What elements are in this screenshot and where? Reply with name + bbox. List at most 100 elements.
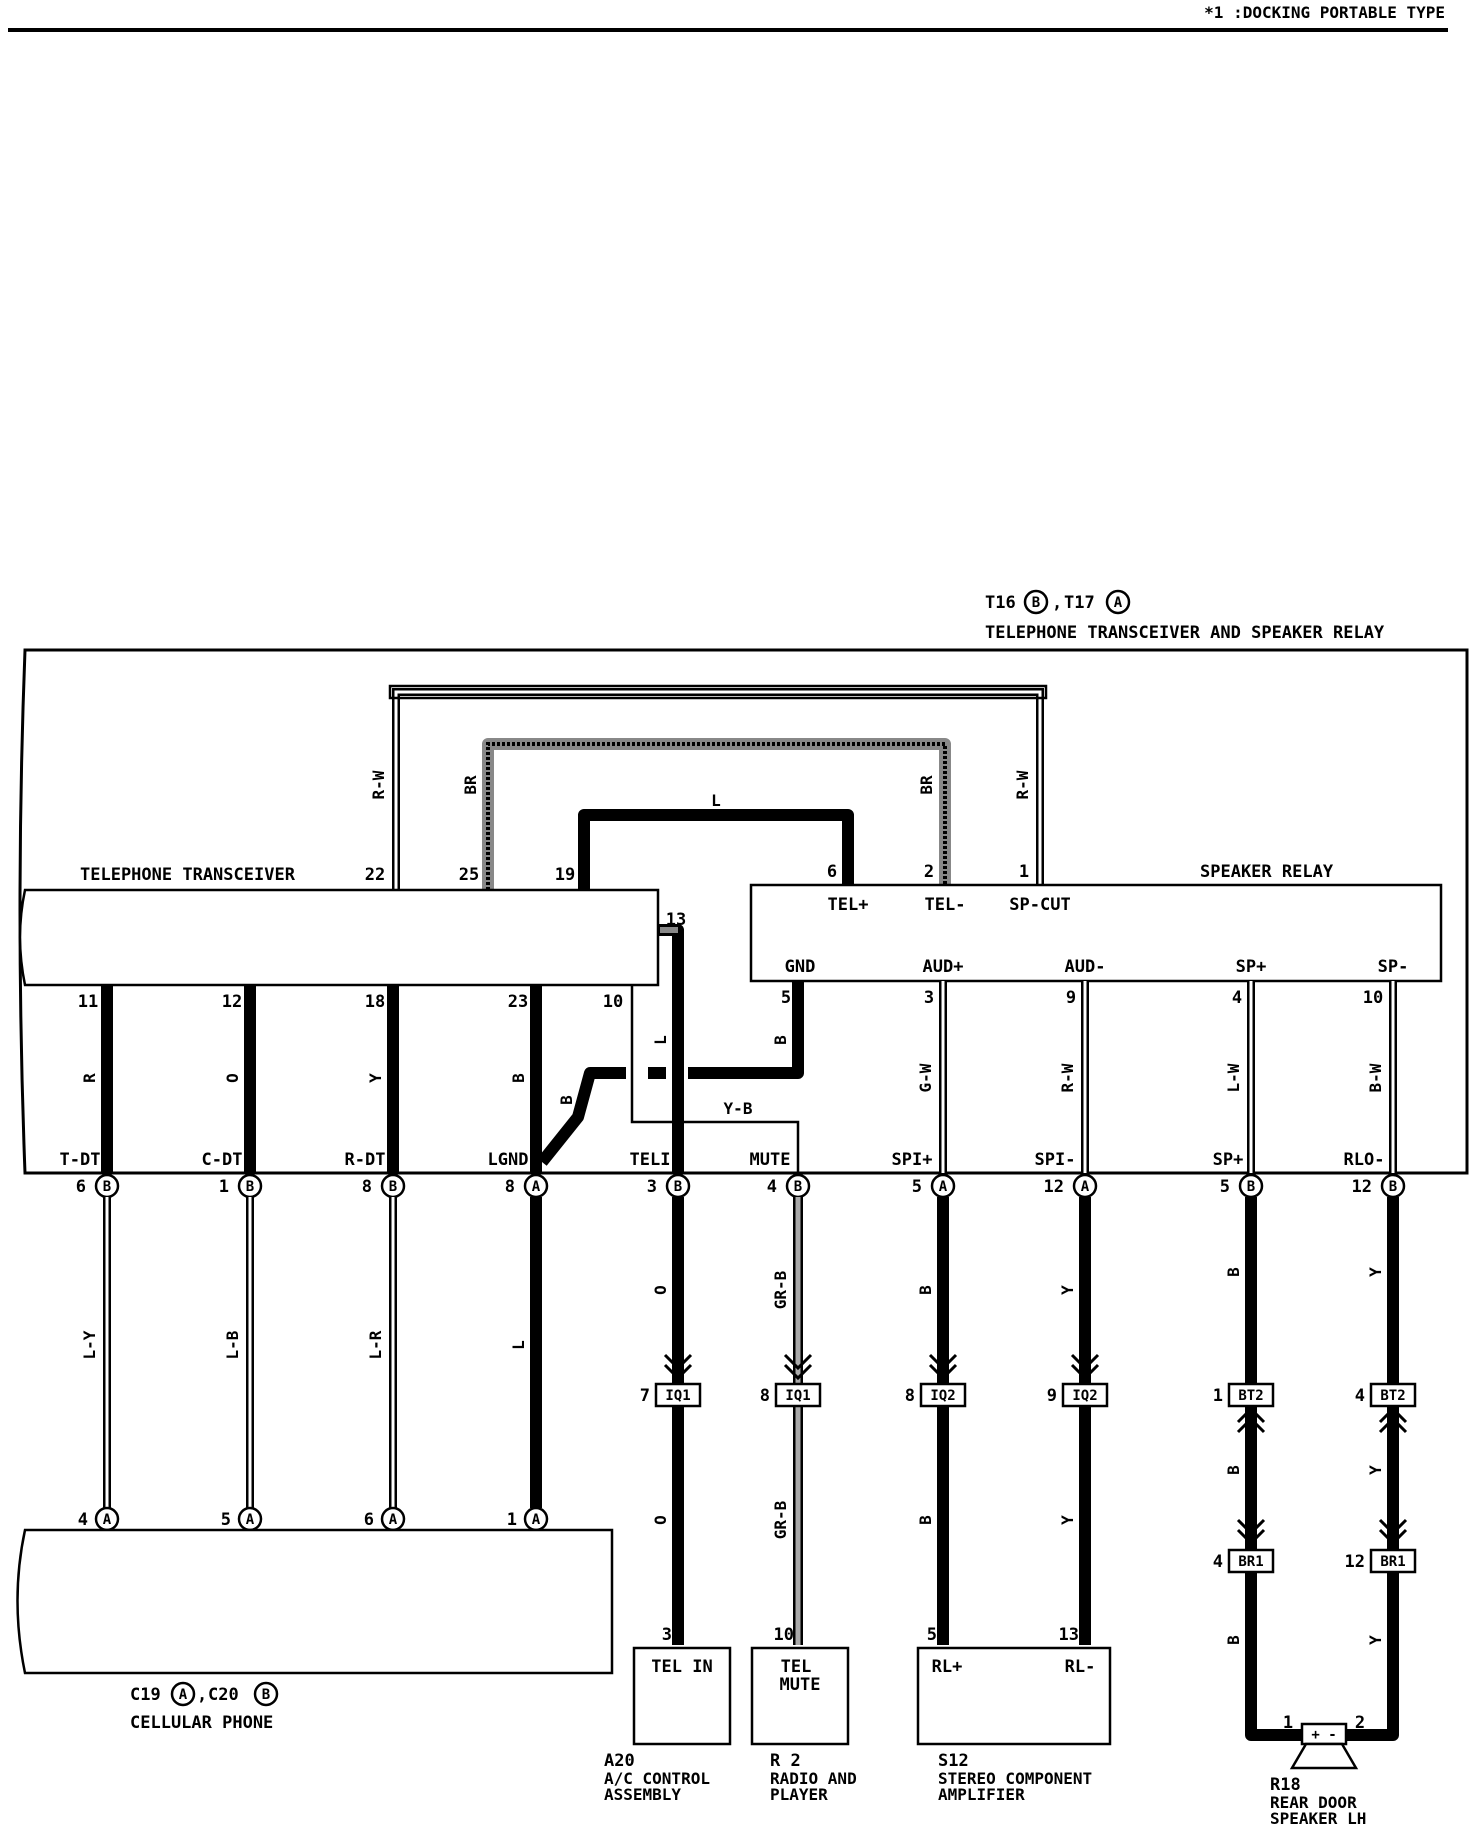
svg-text:5: 5 <box>927 1625 937 1645</box>
pin-11: 11 <box>78 992 98 1012</box>
svg-text:7: 7 <box>640 1386 650 1406</box>
bottom-connectors: 6 B 1 B 8 B 8 A 3 B 4 B 5 A 12 A 5 B 12 … <box>76 1173 1406 1199</box>
svg-text:8: 8 <box>362 1177 372 1197</box>
svg-text:1: 1 <box>1213 1386 1223 1406</box>
amp-name2: AMPLIFIER <box>938 1785 1025 1804</box>
cellular-wires <box>103 1197 542 1508</box>
svg-text:5: 5 <box>912 1177 922 1197</box>
amp-ref: S12 <box>938 1751 969 1771</box>
svg-text:,: , <box>197 1685 207 1705</box>
pin-2: 2 <box>924 862 934 882</box>
term-sp-plus-out: SP+ <box>1213 1150 1244 1170</box>
telephone-transceiver-box <box>18 888 660 987</box>
svg-text:1: 1 <box>1283 1713 1293 1733</box>
term-spi-minus: SPI- <box>1035 1150 1076 1170</box>
junction-iq1-a: 7 IQ1 <box>640 1382 702 1408</box>
label-y-spi-1: Y <box>1058 1285 1077 1295</box>
label-r: R <box>80 1073 99 1083</box>
svg-text:8: 8 <box>505 1177 515 1197</box>
radio-name2: PLAYER <box>770 1785 828 1804</box>
wire-b-speaker <box>1245 1197 1305 1741</box>
label-gw: G-W <box>916 1063 935 1092</box>
term-tel-in: TEL IN <box>651 1657 712 1677</box>
term-mute-radio: MUTE <box>780 1675 821 1695</box>
svg-text:6: 6 <box>76 1177 86 1197</box>
svg-text:A: A <box>1081 1179 1090 1195</box>
svg-text:2: 2 <box>1355 1713 1365 1733</box>
junction-iq1-b: 8 IQ1 <box>760 1382 822 1408</box>
label-l-top: L <box>711 791 721 810</box>
transceiver-relay-name: TELEPHONE TRANSCEIVER AND SPEAKER RELAY <box>985 623 1385 643</box>
term-rl-plus: RL+ <box>932 1657 963 1677</box>
svg-text:10: 10 <box>774 1625 794 1645</box>
svg-text:3: 3 <box>647 1177 657 1197</box>
svg-text:A: A <box>532 1179 541 1195</box>
term-sp-cut: SP-CUT <box>1009 895 1070 915</box>
svg-text:5: 5 <box>1220 1177 1230 1197</box>
t16-ref: T16 <box>985 593 1016 613</box>
term-r-dt: R-DT <box>345 1150 386 1170</box>
svg-text:8: 8 <box>760 1386 770 1406</box>
junction-bt2-a: 1 BT2 <box>1213 1382 1275 1408</box>
term-aud-minus: AUD- <box>1065 957 1106 977</box>
speaker-relay-box <box>749 883 1443 983</box>
svg-text:A: A <box>103 1512 112 1528</box>
ac-control-component: 3 TEL IN A20 A/C CONTROL ASSEMBLY <box>604 1625 732 1804</box>
term-lgnd: LGND <box>488 1150 529 1170</box>
ac-name2: ASSEMBLY <box>604 1785 681 1804</box>
header-note: *1 :DOCKING PORTABLE TYPE <box>1204 3 1445 22</box>
svg-text:BT2: BT2 <box>1380 1388 1405 1404</box>
svg-text:IQ2: IQ2 <box>1072 1388 1097 1404</box>
t16-conn: B <box>1032 595 1040 611</box>
label-y-spk-1: Y <box>1366 1267 1385 1277</box>
svg-text:4: 4 <box>1355 1386 1365 1406</box>
term-mute: MUTE <box>750 1150 791 1170</box>
amp-name1: STEREO COMPONENT <box>938 1769 1092 1788</box>
term-tel-minus: TEL- <box>925 895 966 915</box>
svg-text:12: 12 <box>1352 1177 1372 1197</box>
svg-text:6: 6 <box>364 1510 374 1530</box>
svg-text:BT2: BT2 <box>1238 1388 1263 1404</box>
svg-text:4: 4 <box>767 1177 777 1197</box>
pin-25: 25 <box>459 865 479 885</box>
term-c-dt: C-DT <box>202 1150 243 1170</box>
svg-text:B: B <box>674 1179 682 1195</box>
label-y-spk-3: Y <box>1366 1635 1385 1645</box>
pin-22: 22 <box>365 865 385 885</box>
svg-text:IQ1: IQ1 <box>665 1388 690 1404</box>
ac-ref: A20 <box>604 1751 635 1771</box>
term-t-dt: T-DT <box>60 1150 101 1170</box>
label-b-diag: B <box>557 1095 576 1105</box>
svg-text:C19: C19 <box>130 1685 161 1705</box>
svg-text:,: , <box>1052 593 1062 613</box>
label-yb: Y-B <box>724 1099 753 1118</box>
svg-text:1: 1 <box>219 1177 229 1197</box>
label-o-2: O <box>651 1515 670 1525</box>
radio-ref: R 2 <box>770 1751 801 1771</box>
label-bw: B-W <box>1366 1063 1385 1092</box>
label-b-lgnd: B <box>509 1073 528 1083</box>
label-o: O <box>223 1073 242 1083</box>
label-b-spi-1: B <box>916 1285 935 1295</box>
label-rw-right: R-W <box>1013 770 1032 799</box>
junction-chevrons <box>663 1353 1408 1546</box>
svg-text:A: A <box>939 1179 948 1195</box>
label-lw: L-W <box>1224 1063 1243 1092</box>
svg-text:B: B <box>1389 1179 1397 1195</box>
wire-l-teli <box>658 924 684 1173</box>
label-rw-aud: R-W <box>1058 1063 1077 1092</box>
label-lb: L-B <box>223 1330 242 1359</box>
svg-text:5: 5 <box>221 1510 231 1530</box>
svg-text:BR1: BR1 <box>1238 1554 1263 1570</box>
svg-text:B: B <box>1247 1179 1255 1195</box>
amplifier-component: 5 13 RL+ RL- S12 STEREO COMPONENT AMPLIF… <box>916 1625 1112 1804</box>
t17-conn: A <box>1114 595 1123 611</box>
label-l-cell: L <box>509 1340 528 1350</box>
ac-name1: A/C CONTROL <box>604 1769 710 1788</box>
speaker-ref: R18 <box>1270 1775 1301 1795</box>
svg-text:12: 12 <box>1044 1177 1064 1197</box>
wire-b-gnd-lgnd <box>537 1067 626 1166</box>
svg-text:8: 8 <box>905 1386 915 1406</box>
pin-sp-10: 10 <box>1363 988 1383 1008</box>
